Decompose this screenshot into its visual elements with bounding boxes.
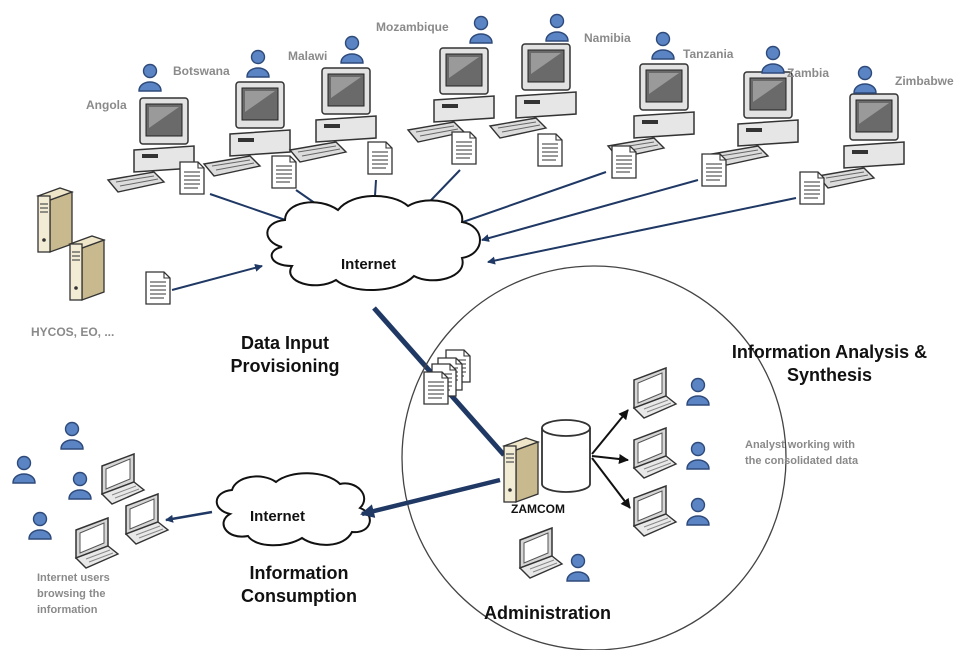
arrow-tanzania: [439, 171, 607, 232]
cloud-icon: [215, 472, 371, 547]
country-label-angola: Angola: [86, 98, 127, 112]
analyst-note: Analyst working with the consolidated da…: [745, 439, 859, 467]
server-icon: [503, 437, 539, 503]
hycos-servers: [37, 187, 105, 301]
arrow-hycos: [171, 263, 263, 291]
country-label-namibia: Namibia: [584, 31, 631, 45]
arrow-zimbabwe: [487, 197, 797, 265]
country-label-zimbabwe: Zimbabwe: [895, 74, 954, 88]
country-label-tanzania: Tanzania: [683, 47, 734, 61]
country-label-mozambique: Mozambique: [376, 20, 449, 34]
internet-users: [12, 421, 169, 569]
zamcom-boundary: [401, 265, 787, 650]
internet-users-note: Internet users browsing the information: [37, 572, 110, 616]
database-icon: [541, 419, 591, 493]
arrow-zambia: [481, 179, 699, 242]
source-label: HYCOS, EO, ...: [31, 325, 115, 339]
country-label-zambia: Zambia: [787, 66, 830, 80]
cloud-icon: [266, 195, 481, 291]
data-input-heading: Data Input Provisioning: [230, 333, 340, 376]
internet-input-label: Internet: [341, 256, 397, 273]
document-stack: [423, 349, 471, 405]
country-label-botswana: Botswana: [173, 64, 230, 78]
analysis-heading: Information Analysis & Synthesis: [731, 342, 928, 385]
analyst-laptops: [633, 367, 710, 537]
administration-heading: Administration: [484, 603, 612, 623]
zamcom-label: ZAMCOM: [511, 502, 565, 516]
analysis-arrows: [591, 409, 631, 509]
country-label-malawi: Malawi: [288, 49, 328, 63]
browse-arrow: [165, 510, 213, 523]
publish-arrow: [360, 477, 501, 518]
internet-output-label: Internet: [250, 508, 306, 525]
consumption-heading: Information Consumption: [241, 563, 357, 606]
input-arrows: [171, 169, 797, 291]
admin-laptop: [519, 527, 590, 582]
